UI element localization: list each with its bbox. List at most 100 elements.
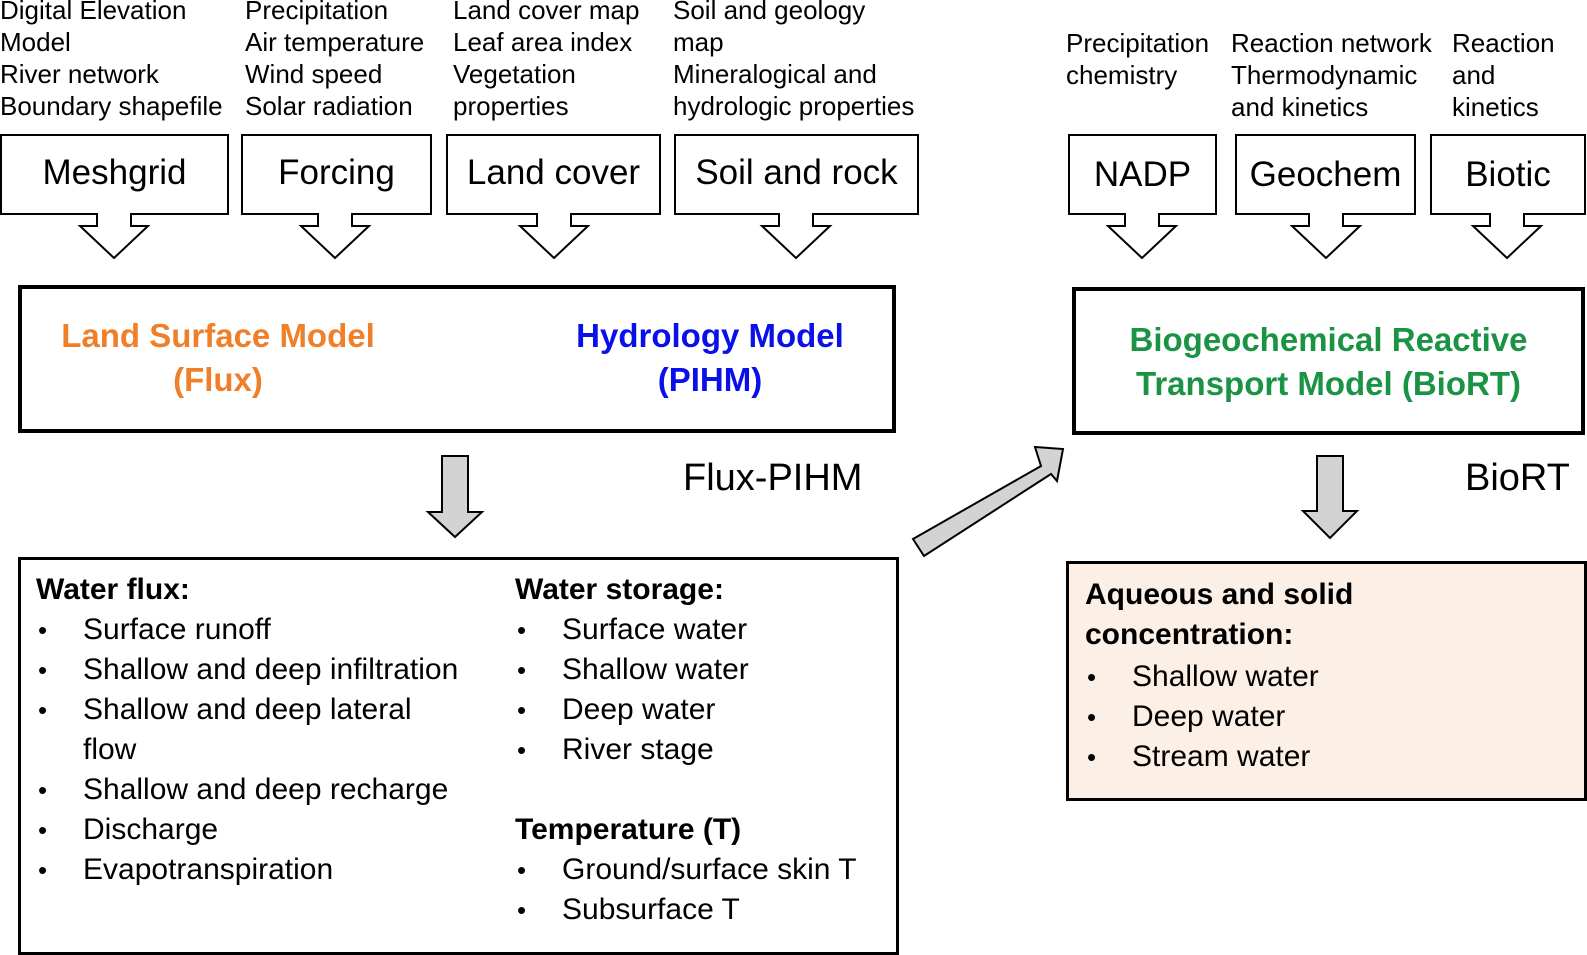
soil-rock-sources: Soil and geology map Mineralogical and h… — [673, 0, 914, 122]
source-item: Land cover map — [453, 0, 640, 25]
land-surface-model-title: Land Surface Model (Flux) — [28, 314, 408, 402]
temperature-heading: Temperature (T) — [515, 813, 742, 846]
forcing-sources: Precipitation Air temperature Wind speed… — [245, 0, 424, 122]
hydro-line-1: Hydrology Model — [576, 317, 844, 354]
callout-forcing — [241, 134, 432, 260]
source-item: Vegetation — [453, 59, 576, 89]
lsm-line-1: Land Surface Model — [61, 317, 375, 354]
concentration-heading-line-2: concentration: — [1085, 618, 1294, 651]
bullet-icon: • — [38, 695, 48, 725]
list-item: Discharge — [83, 813, 219, 846]
source-item: Mineralogical and — [673, 59, 877, 89]
bullet-icon: • — [38, 775, 48, 805]
biort-line-2: Transport Model (BioRT) — [1136, 365, 1521, 402]
source-item: kinetics — [1452, 92, 1539, 122]
flux-pihm-model-box — [18, 285, 896, 433]
callout-land-cover — [446, 134, 661, 260]
list-item: Ground/surface skin T — [562, 853, 857, 886]
arrow-flux-pihm-down — [425, 455, 485, 539]
source-item: Thermodynamic — [1231, 60, 1418, 90]
source-item: and — [1452, 60, 1496, 90]
bullet-icon: • — [517, 855, 527, 885]
list-item: River stage — [562, 733, 714, 766]
bullet-icon: • — [517, 615, 527, 645]
list-item: Shallow and deep lateral — [83, 693, 412, 726]
bullet-icon: • — [1087, 702, 1097, 732]
list-item: Shallow water — [1132, 660, 1319, 693]
bullet-icon: • — [38, 615, 48, 645]
source-item: chemistry — [1066, 60, 1178, 90]
lsm-line-2: (Flux) — [173, 361, 263, 398]
bullet-icon: • — [1087, 662, 1097, 692]
list-item: Deep water — [1132, 700, 1286, 733]
bullet-icon: • — [517, 895, 527, 925]
biort-tag: BioRT — [1465, 457, 1570, 499]
bullet-icon: • — [1087, 742, 1097, 772]
source-item: Precipitation — [1066, 28, 1210, 58]
source-item: Precipitation — [245, 0, 389, 25]
biotic-label: Biotic — [1465, 155, 1551, 194]
nadp-label: NADP — [1093, 155, 1192, 194]
hydro-line-2: (PIHM) — [657, 361, 763, 398]
bullet-icon: • — [38, 855, 48, 885]
callout-meshgrid — [0, 134, 229, 260]
callout-biotic — [1430, 134, 1586, 260]
list-item: Stream water — [1132, 740, 1311, 773]
bullet-icon: • — [517, 735, 527, 765]
forcing-label: Forcing — [278, 153, 395, 192]
arrow-biort-down — [1300, 455, 1360, 540]
geochem-label: Geochem — [1249, 155, 1402, 194]
bullet-icon: • — [38, 815, 48, 845]
flux-pihm-tag: Flux-PIHM — [683, 457, 863, 499]
source-item: Digital Elevation — [0, 0, 187, 25]
concentration-heading-line-1: Aqueous and solid — [1085, 578, 1354, 611]
source-item: River network — [0, 59, 159, 89]
list-item: Shallow and deep infiltration — [83, 653, 459, 686]
bullet-icon: • — [38, 655, 48, 685]
source-item: properties — [453, 91, 569, 121]
source-item: map — [673, 27, 724, 57]
biort-model-title: Biogeochemical Reactive Transport Model … — [1076, 318, 1581, 406]
list-item: Subsurface T — [562, 893, 740, 926]
source-item: Wind speed — [245, 59, 383, 89]
bullet-icon: • — [517, 695, 527, 725]
arrow-to-biort — [911, 445, 1065, 558]
list-item: Shallow and deep recharge — [83, 773, 449, 806]
water-storage-heading: Water storage: — [515, 573, 724, 606]
source-item: and kinetics — [1231, 92, 1369, 122]
list-item: Surface water — [562, 613, 748, 646]
list-item-continuation: flow — [83, 733, 137, 766]
nadp-sources: Precipitation chemistry — [1066, 27, 1209, 91]
biort-outputs-box — [1066, 561, 1587, 801]
source-item: Soil and geology — [673, 0, 866, 25]
soil-rock-label: Soil and rock — [695, 153, 898, 192]
geochem-sources: Reaction network Thermodynamic and kinet… — [1231, 27, 1432, 123]
callout-nadp — [1068, 134, 1217, 260]
source-item: Solar radiation — [245, 91, 413, 121]
source-item: Boundary shapefile — [0, 91, 223, 121]
list-item: Shallow water — [562, 653, 749, 686]
biort-line-1: Biogeochemical Reactive — [1129, 321, 1528, 358]
list-item: Evapotranspiration — [83, 853, 334, 886]
flux-pihm-outputs-box — [18, 557, 899, 955]
source-item: Reaction network — [1231, 28, 1432, 58]
callout-soil-rock — [674, 134, 919, 260]
source-item: Air temperature — [245, 27, 425, 57]
water-flux-heading: Water flux: — [36, 573, 190, 606]
hydrology-model-title: Hydrology Model (PIHM) — [540, 314, 880, 402]
meshgrid-label: Meshgrid — [42, 153, 187, 192]
land-cover-sources: Land cover map Leaf area index Vegetatio… — [453, 0, 639, 122]
biort-model-box — [1072, 287, 1585, 435]
source-item: hydrologic properties — [673, 91, 915, 121]
list-item: Surface runoff — [83, 613, 271, 646]
bullet-icon: • — [517, 655, 527, 685]
list-item: Deep water — [562, 693, 716, 726]
meshgrid-sources: Digital Elevation Model River network Bo… — [0, 0, 223, 122]
biotic-sources: Reaction and kinetics — [1452, 27, 1555, 123]
land-cover-label: Land cover — [466, 153, 641, 192]
source-item: Model — [0, 27, 71, 57]
callout-geochem — [1235, 134, 1416, 260]
source-item: Reaction — [1452, 28, 1555, 58]
source-item: Leaf area index — [453, 27, 633, 57]
